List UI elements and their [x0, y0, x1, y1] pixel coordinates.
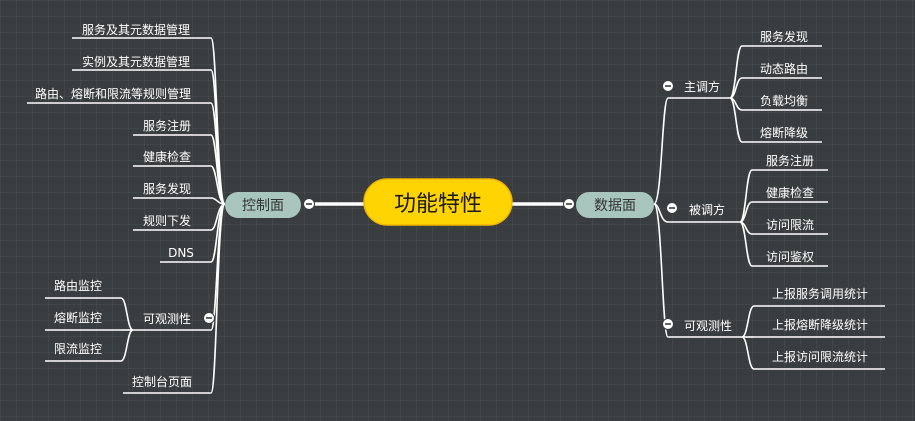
svg-text:服务及其元数据管理: 服务及其元数据管理	[82, 22, 190, 37]
callee-leaf-0[interactable]: 服务注册	[752, 153, 828, 171]
dp-observability-collapse-icon[interactable]	[662, 318, 674, 330]
cp-branch-4	[210, 165, 226, 205]
callee-branch-1	[739, 201, 753, 223]
caller-leaf-1[interactable]: 动态路由	[742, 61, 822, 79]
dp-obs-leaf-0[interactable]: 上报服务调用统计	[754, 286, 885, 307]
caller-leaf-2[interactable]: 负载均衡	[742, 94, 822, 111]
central-topic[interactable]: 功能特性	[363, 178, 513, 226]
svg-text:被调方: 被调方	[689, 202, 725, 217]
svg-text:控制台页面: 控制台页面	[132, 374, 192, 389]
cp-leaf-0[interactable]: 服务及其元数据管理	[72, 22, 211, 39]
dp-caller-node[interactable]: 主调方	[668, 79, 730, 99]
cp-obs-leaf-0[interactable]: 路由监控	[45, 278, 121, 299]
svg-text:规则下发: 规则下发	[143, 213, 191, 228]
data-plane-label: 数据面	[594, 198, 636, 214]
svg-text:DNS: DNS	[168, 246, 194, 260]
callee-leaf-1[interactable]: 健康检查	[752, 185, 828, 203]
cp-console-node[interactable]: 控制台页面	[123, 374, 211, 394]
control-plane-label: 控制面	[242, 198, 284, 214]
caller-leaf-3[interactable]: 熔断降级	[742, 125, 822, 143]
svg-text:主调方: 主调方	[684, 79, 720, 94]
cp-leaf-7[interactable]: DNS	[160, 246, 211, 263]
dp-branch-caller	[653, 97, 669, 205]
dp-obs-branch-0	[741, 305, 755, 338]
svg-text:上报访问限流统计: 上报访问限流统计	[772, 349, 868, 364]
svg-text:访问限流: 访问限流	[766, 218, 814, 232]
svg-text:上报熔断降级统计: 上报熔断降级统计	[772, 317, 868, 332]
svg-text:服务注册: 服务注册	[766, 153, 814, 168]
data-plane-node[interactable]: 数据面	[576, 192, 654, 218]
svg-text:健康检查: 健康检查	[143, 149, 191, 164]
cp-obs-branch-2	[120, 329, 134, 362]
svg-text:动态路由: 动态路由	[760, 61, 808, 76]
svg-text:限流监控: 限流监控	[54, 342, 102, 356]
callee-branch-3	[739, 221, 753, 267]
dp-observability-node[interactable]: 可观测性	[668, 319, 742, 338]
svg-text:负载均衡: 负载均衡	[760, 94, 808, 108]
svg-text:熔断降级: 熔断降级	[760, 125, 808, 140]
caller-leaf-0[interactable]: 服务发现	[742, 29, 822, 47]
cp-obs-branch-0	[120, 297, 134, 331]
data-plane-collapse-icon[interactable]	[563, 198, 575, 210]
dp-callee-collapse-icon[interactable]	[666, 202, 678, 214]
svg-text:可观测性: 可观测性	[143, 312, 191, 326]
central-topic-label: 功能特性	[394, 192, 482, 217]
svg-text:服务发现: 服务发现	[760, 29, 808, 44]
dp-obs-branch-2	[741, 336, 755, 370]
callee-leaf-3[interactable]: 访问鉴权	[752, 250, 828, 267]
svg-text:健康检查: 健康检查	[766, 185, 814, 200]
dp-obs-leaf-2[interactable]: 上报访问限流统计	[754, 349, 885, 370]
cp-leaf-4[interactable]: 健康检查	[133, 149, 211, 167]
cp-leaf-3[interactable]: 服务注册	[133, 118, 211, 136]
cp-obs-leaf-2[interactable]: 限流监控	[45, 342, 121, 362]
cp-leaf-5[interactable]: 服务发现	[133, 181, 211, 199]
svg-text:熔断监控: 熔断监控	[54, 310, 102, 325]
cp-leaf-1[interactable]: 实例及其元数据管理	[72, 54, 211, 71]
cp-obs-leaf-1[interactable]: 熔断监控	[45, 310, 121, 331]
svg-text:可观测性: 可观测性	[684, 319, 732, 333]
cp-leaf-6[interactable]: 规则下发	[133, 213, 211, 231]
control-plane-collapse-icon[interactable]	[303, 198, 315, 210]
svg-text:上报服务调用统计: 上报服务调用统计	[772, 286, 868, 301]
svg-text:服务发现: 服务发现	[143, 181, 191, 196]
svg-text:路由监控: 路由监控	[54, 278, 102, 293]
svg-text:服务注册: 服务注册	[143, 118, 191, 133]
cp-observability-node[interactable]: 可观测性	[133, 312, 211, 331]
svg-text:访问鉴权: 访问鉴权	[766, 250, 814, 264]
control-plane-node[interactable]: 控制面	[225, 192, 301, 218]
callee-leaf-2[interactable]: 访问限流	[752, 218, 828, 235]
cp-branch-console	[210, 203, 226, 394]
caller-branch-3	[729, 97, 743, 143]
cp-leaf-2[interactable]: 路由、熔断和限流等规则管理	[27, 86, 211, 104]
svg-text:路由、熔断和限流等规则管理: 路由、熔断和限流等规则管理	[35, 86, 191, 101]
svg-text:实例及其元数据管理: 实例及其元数据管理	[82, 54, 190, 69]
caller-branch-1	[729, 77, 743, 99]
dp-obs-leaf-1[interactable]: 上报熔断降级统计	[754, 317, 885, 338]
dp-caller-collapse-icon[interactable]	[662, 80, 674, 92]
cp-observability-collapse-icon[interactable]	[203, 312, 215, 324]
dp-callee-node[interactable]: 被调方	[668, 202, 740, 223]
dp-branch-obs	[653, 203, 669, 338]
